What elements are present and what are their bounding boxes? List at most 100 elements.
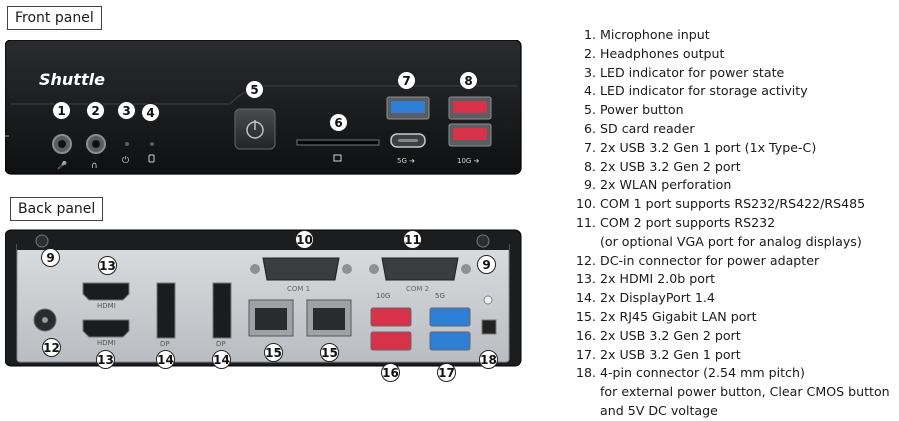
- microphone-icon: 🎤: [57, 160, 67, 170]
- power-led: [125, 142, 129, 146]
- legend-item: 9.2x WLAN perforation: [563, 176, 897, 195]
- back-panel-image: HDMI HDMI DP DP COM 1 COM 2 10G 5G: [5, 229, 522, 367]
- callout-4: 4: [141, 103, 160, 122]
- callout-15-left: 15: [264, 343, 283, 362]
- legend-number: 15.: [575, 308, 596, 324]
- legend-text: 2x USB 3.2 Gen 2 port: [600, 327, 741, 343]
- legend-item: 12.DC-in connector for power adapter: [563, 252, 897, 271]
- svg-text:HDMI: HDMI: [97, 339, 116, 347]
- legend-item: and 5V DC voltage: [563, 402, 897, 421]
- legend-number: 13.: [575, 271, 596, 287]
- svg-text:DP: DP: [160, 340, 170, 348]
- legend-text: DC-in connector for power adapter: [600, 252, 820, 268]
- legend-number: 18.: [575, 365, 596, 381]
- legend-text: 2x WLAN perforation: [600, 177, 732, 193]
- legend-item: for external power button, Clear CMOS bu…: [563, 383, 897, 402]
- legend-number: 8.: [583, 158, 596, 174]
- legend-text: (or optional VGA port for analog display…: [600, 233, 862, 249]
- legend-item: 8.2x USB 3.2 Gen 2 port: [563, 158, 897, 177]
- legend-number: 17.: [575, 346, 596, 362]
- legend-item: 1.Microphone input: [563, 26, 897, 45]
- callout-15-right: 15: [320, 343, 339, 362]
- callout-18: 18: [479, 350, 498, 369]
- legend-item: 17.2x USB 3.2 Gen 1 port: [563, 346, 897, 365]
- legend-text: 2x RJ45 Gigabit LAN port: [600, 308, 757, 324]
- callout-14-left: 14: [156, 350, 175, 369]
- legend-number: 14.: [575, 290, 596, 306]
- legend-item: 11.COM 2 port supports RS232: [563, 214, 897, 233]
- legend-number: 2.: [583, 45, 596, 61]
- storage-led: [150, 142, 154, 146]
- callout-8: 8: [459, 71, 478, 90]
- headphones-icon: ∩: [91, 161, 98, 171]
- rear-usb-gen2-top: [370, 307, 412, 327]
- legend-item: 13.2x HDMI 2.0b port: [563, 270, 897, 289]
- displayport-left: [156, 282, 176, 339]
- legend-text: 2x USB 3.2 Gen 2 port: [600, 158, 741, 174]
- legend-number: 11.: [575, 214, 596, 230]
- legend-text: 2x DisplayPort 1.4: [600, 290, 715, 306]
- legend-text: 2x USB 3.2 Gen 1 port (1x Type-C): [600, 139, 817, 155]
- legend-number: 9.: [583, 177, 596, 193]
- legend-text: COM 2 port supports RS232: [600, 214, 776, 230]
- svg-text:5G: 5G: [435, 292, 445, 300]
- legend-text: 2x HDMI 2.0b port: [600, 271, 716, 287]
- svg-text:5G ➔: 5G ➔: [397, 157, 415, 165]
- callout-13-bottom: 13: [96, 350, 115, 369]
- legend-text: LED indicator for power state: [600, 64, 785, 80]
- callout-12: 12: [42, 338, 61, 357]
- svg-text:HDMI: HDMI: [97, 302, 116, 310]
- legend-number: 6.: [583, 120, 596, 136]
- legend-text: Microphone input: [600, 27, 710, 42]
- legend-text: LED indicator for storage activity: [600, 83, 808, 99]
- svg-text:COM 1: COM 1: [287, 285, 310, 293]
- back-panel-label: Back panel: [10, 197, 104, 221]
- legend-item: 15.2x RJ45 Gigabit LAN port: [563, 308, 897, 327]
- shuttle-logo: Shuttle: [39, 70, 105, 89]
- svg-text:10G ➔: 10G ➔: [457, 157, 480, 165]
- callout-10: 10: [295, 230, 314, 249]
- legend-item: 4.LED indicator for storage activity: [563, 82, 897, 101]
- legend-item: 3.LED indicator for power state: [563, 64, 897, 83]
- callout-9-left: 9: [41, 248, 60, 267]
- legend-item: 2.Headphones output: [563, 45, 897, 64]
- rear-usb-gen1-top: [429, 307, 471, 327]
- sd-card-slot: [296, 139, 380, 146]
- callout-3: 3: [117, 101, 136, 120]
- legend-number: 4.: [583, 83, 596, 99]
- com1-port: [262, 257, 340, 281]
- legend-item: 16.2x USB 3.2 Gen 2 port: [563, 327, 897, 346]
- callout-7: 7: [397, 71, 416, 90]
- legend-text: 2x USB 3.2 Gen 1 port: [600, 346, 741, 362]
- sd-card-icon: [333, 154, 342, 162]
- callout-1: 1: [52, 101, 71, 120]
- legend-text: 4-pin connector (2.54 mm pitch): [600, 365, 805, 381]
- callout-9-right: 9: [477, 255, 496, 274]
- legend-number: 7.: [583, 139, 596, 155]
- legend-text: Headphones output: [600, 45, 725, 61]
- legend-item: 18.4-pin connector (2.54 mm pitch): [563, 364, 897, 383]
- callout-5: 5: [245, 80, 264, 99]
- legend-item: 10.COM 1 port supports RS232/RS422/RS485: [563, 195, 897, 214]
- callout-16: 16: [381, 363, 400, 382]
- legend-text: Power button: [600, 102, 684, 118]
- legend-text: and 5V DC voltage: [600, 402, 718, 418]
- svg-text:10G: 10G: [376, 292, 390, 300]
- svg-text:COM 2: COM 2: [406, 285, 429, 293]
- displayport-right: [212, 282, 232, 339]
- callout-11: 11: [403, 230, 422, 249]
- rear-usb-gen1-bottom: [429, 331, 471, 351]
- legend-item: 14.2x DisplayPort 1.4: [563, 289, 897, 308]
- legend-text: SD card reader: [600, 120, 695, 136]
- callout-13-top: 13: [98, 256, 117, 275]
- legend-number: 5.: [583, 102, 596, 118]
- legend-number: 16.: [575, 327, 596, 343]
- legend-number: 10.: [575, 196, 596, 212]
- legend-item: 6.SD card reader: [563, 120, 897, 139]
- legend-text: for external power button, Clear CMOS bu…: [600, 384, 890, 400]
- rear-usb-gen2-bottom: [370, 331, 412, 351]
- legend-item: 7.2x USB 3.2 Gen 1 port (1x Type-C): [563, 139, 897, 158]
- legend-number: 12.: [575, 252, 596, 268]
- hdmi-port-bottom: [82, 319, 130, 338]
